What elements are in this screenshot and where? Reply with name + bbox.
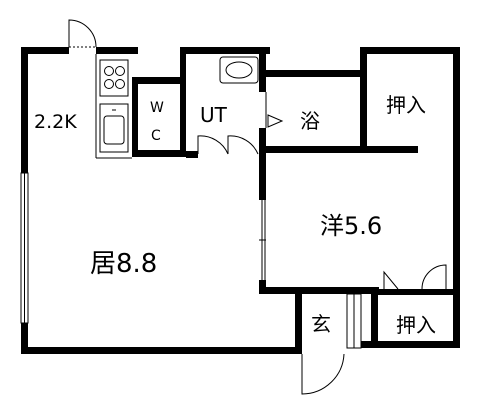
wall-bottom-left	[21, 347, 302, 354]
outer-walls	[20, 47, 460, 354]
door-top-kitchen	[68, 19, 97, 48]
washbasin-icon	[219, 56, 259, 84]
wall-top-ut	[180, 47, 270, 54]
door-closet-bottom	[383, 270, 399, 290]
room-labels: 2.2K W C UT 浴 押入 洋5.6 居8.8 玄 押入	[34, 93, 436, 337]
label-bath: 浴	[300, 109, 320, 133]
wall-right	[453, 47, 460, 348]
door-entrance	[301, 353, 345, 395]
wall-left-upper	[21, 47, 28, 173]
label-living-room: 居8.8	[90, 249, 157, 279]
label-entrance: 玄	[311, 312, 331, 336]
stove-icon	[99, 59, 129, 97]
label-utility: UT	[200, 103, 228, 127]
label-kitchen: 2.2K	[34, 111, 77, 133]
wall-top-closet	[360, 47, 460, 54]
interior-walls	[132, 47, 453, 354]
window-left	[20, 172, 29, 324]
label-closet-bottom: 押入	[396, 313, 436, 337]
label-wc-c: C	[151, 128, 161, 144]
doors	[68, 19, 447, 395]
door-ut	[197, 135, 229, 155]
wall-bottom-right	[347, 341, 460, 348]
label-wc-w: W	[150, 100, 164, 116]
wall-top-bath	[266, 70, 366, 77]
wall-top-left	[21, 47, 69, 54]
wall-top-kitchen	[96, 47, 138, 54]
fixtures	[95, 54, 259, 159]
label-closet-top: 押入	[386, 93, 426, 117]
wall-left-lower	[21, 323, 28, 354]
sink-icon	[99, 103, 129, 153]
label-western-room: 洋5.6	[320, 212, 382, 240]
wall-top-wc	[132, 77, 184, 84]
